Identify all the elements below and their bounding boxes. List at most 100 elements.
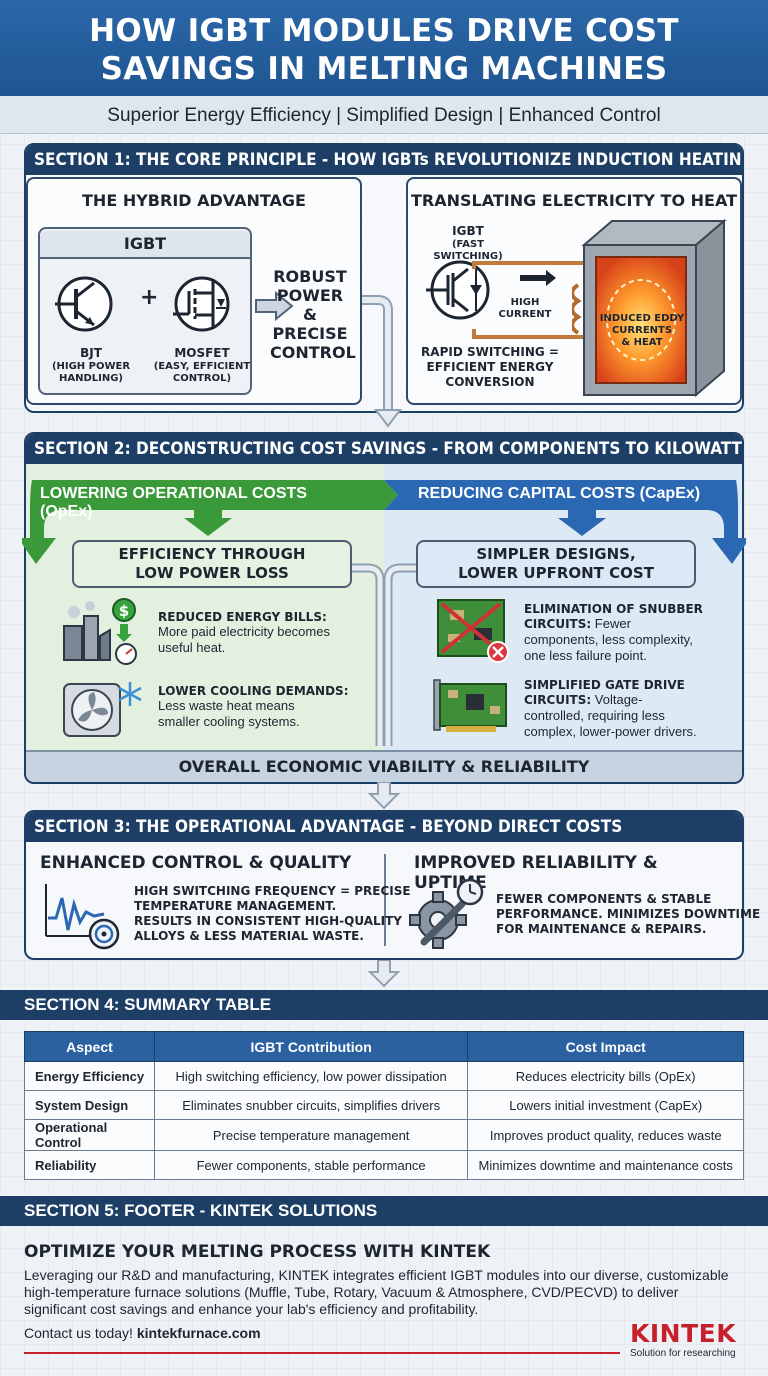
merge-arrows-icon (352, 563, 416, 746)
contact-line: Contact us today! kintekfurnace.com (24, 1325, 261, 1342)
mosfet-label: MOSFET (174, 346, 230, 360)
footer-body: Leveraging our R&D and manufacturing, KI… (24, 1267, 744, 1318)
control-line-1: HIGH SWITCHING FREQUENCY = PRECISE (134, 884, 411, 898)
hybrid-advantage-title: THE HYBRID ADVANTAGE (82, 191, 306, 210)
down-arrow-icon-2 (368, 960, 400, 988)
opex-item-2-title: LOWER COOLING DEMANDS: (158, 684, 349, 698)
opex-pill-line-2: LOW POWER LOSS (135, 564, 289, 582)
control-line-4: ALLOYS & LESS MATERIAL WASTE. (134, 929, 364, 943)
igbt-composition-box: IGBT + BJT (HIGH POWER HANDLING) MOSFET … (38, 227, 252, 395)
eddy-line-1: INDUCED EDDY (599, 313, 685, 324)
opex-capex-banner (22, 480, 746, 564)
table-row: Energy Efficiency High switching efficie… (24, 1061, 744, 1091)
capex-pill-line-1: SIMPLER DESIGNS, (476, 545, 636, 563)
title-line-1: HOW IGBT MODULES DRIVE COST (89, 13, 679, 49)
table-cell: Precise temperature management (153, 1119, 469, 1151)
summary-table-wrap: Aspect IGBT Contribution Cost Impact Ene… (24, 1031, 744, 1180)
conclusion-line-2: EFFICIENT ENERGY (426, 360, 554, 374)
logo-text: KINTEK (630, 1319, 737, 1348)
bjt-label: BJT (80, 346, 102, 360)
igbt-label-right: IGBT (452, 224, 484, 238)
bjt-note-1: (HIGH POWER (51, 361, 131, 372)
table-cell: Fewer components, stable performance (153, 1150, 469, 1180)
waveform-target-icon (45, 884, 120, 950)
down-arrow-icon (368, 782, 400, 810)
snubber-circuit-board-icon (437, 599, 509, 663)
footer-title: OPTIMIZE YOUR MELTING PROCESS WITH KINTE… (24, 1242, 491, 1262)
igbt-label: IGBT (40, 231, 250, 259)
capex-item-2-line-2: controlled, requiring less (524, 708, 665, 723)
overall-label: OVERALL ECONOMIC VIABILITY & RELIABILITY (178, 757, 590, 776)
kintek-logo: KINTEK Solution for researching (630, 1319, 750, 1360)
table-header-row: Aspect IGBT Contribution Cost Impact (24, 1031, 744, 1062)
eddy-label: INDUCED EDDY CURRENTS & HEAT (596, 313, 688, 349)
conclusion-line-3: CONVERSION (445, 375, 535, 389)
mosfet-note-1: (EASY, EFFICIENT (153, 361, 251, 372)
contact-link[interactable]: kintekfurnace.com (136, 1325, 261, 1341)
opex-item-1-line-1: More paid electricity becomes (158, 624, 330, 639)
capex-item-1-title-2: CIRCUITS: (524, 617, 592, 631)
table-cell: Energy Efficiency (24, 1061, 155, 1091)
svg-text:$: $ (119, 602, 129, 620)
section-3-heading: SECTION 3: THE OPERATIONAL ADVANTAGE - B… (26, 812, 742, 842)
table-row: System Design Eliminates snubber circuit… (24, 1090, 744, 1120)
connector-arrow-icon (362, 295, 402, 428)
table-cell: Lowers initial investment (CapEx) (467, 1090, 744, 1120)
power-plant-icon: $ (63, 598, 137, 665)
capex-pill: SIMPLER DESIGNS, LOWER UPFRONT COST (416, 540, 696, 588)
table-row: Operational Control Precise temperature … (24, 1119, 744, 1151)
opex-title: LOWERING OPERATIONAL COSTS (OpEx) (40, 485, 307, 520)
table-cell: Improves product quality, reduces waste (467, 1119, 744, 1151)
capex-item-1-line-3: one less failure point. (524, 648, 647, 663)
fan-icon (63, 682, 142, 737)
capex-item-2-title-1: SIMPLIFIED GATE DRIVE (524, 678, 685, 692)
logo-tagline: Solution for researching (630, 1348, 736, 1359)
capex-item-2-title-2: CIRCUITS: (524, 693, 592, 707)
reliability-line-1: FEWER COMPONENTS & STABLE (496, 892, 712, 906)
arrow-right-icon (255, 291, 294, 321)
mosfet-note-2: CONTROL) (172, 373, 232, 384)
section-2-heading: SECTION 2: DECONSTRUCTING COST SAVINGS -… (26, 434, 742, 464)
table-cell: High switching efficiency, low power dis… (153, 1061, 469, 1091)
capex-item-2-text-1: Voltage- (594, 692, 643, 707)
electricity-to-heat-title: TRANSLATING ELECTRICITY TO HEAT (410, 191, 738, 210)
subtitle-bar: Superior Energy Efficiency | Simplified … (0, 96, 768, 134)
capex-item-2-line-3: complex, lower-power drivers. (524, 724, 697, 739)
section-3-divider (384, 854, 386, 946)
opex-item-2-line-2: smaller cooling systems. (158, 714, 300, 729)
capex-item-1-title-1: ELIMINATION OF SNUBBER (524, 602, 703, 616)
mosfet-symbol-icon (173, 276, 230, 332)
page-subtitle: Superior Energy Efficiency | Simplified … (107, 105, 661, 126)
table-cell: Operational Control (24, 1119, 155, 1151)
table-cell: Reliability (24, 1150, 155, 1180)
table-cell: Reduces electricity bills (OpEx) (467, 1061, 744, 1091)
result-line-3: PRECISE (272, 324, 348, 343)
page-title: HOW IGBT MODULES DRIVE COST SAVINGS IN M… (0, 12, 768, 88)
section-5-heading: SECTION 5: FOOTER - KINTEK SOLUTIONS (0, 1196, 768, 1226)
hybrid-result: ROBUST POWER & PRECISE CONTROL (270, 267, 356, 362)
capex-pill-line-2: LOWER UPFRONT COST (458, 564, 654, 582)
footer-rule (24, 1352, 620, 1354)
current-label-2: CURRENT (498, 309, 552, 320)
opex-pill: EFFICIENCY THROUGH LOW POWER LOSS (72, 540, 352, 588)
section-4-heading: SECTION 4: SUMMARY TABLE (0, 990, 768, 1020)
opex-pill-line-1: EFFICIENCY THROUGH (118, 545, 306, 563)
capex-item-2-line-1: CIRCUITS: Voltage- (524, 692, 642, 708)
igbt-note: (FAST SWITCHING) (433, 239, 503, 262)
result-line-1: ROBUST (273, 267, 347, 286)
electricity-to-heat-card: TRANSLATING ELECTRICITY TO HEAT IGBT (FA… (406, 177, 742, 405)
gear-wrench-icon (409, 878, 484, 949)
column-header: Cost Impact (467, 1031, 744, 1062)
hybrid-advantage-card: THE HYBRID ADVANTAGE IGBT + BJT (HIGH PO… (26, 177, 362, 405)
table-cell: Minimizes downtime and maintenance costs (467, 1150, 744, 1180)
contact-prefix: Contact us today! (24, 1325, 133, 1341)
control-line-2: TEMPERATURE MANAGEMENT. (134, 899, 337, 913)
result-line-2: POWER & (276, 286, 344, 324)
column-header: IGBT Contribution (153, 1031, 469, 1062)
switching-conclusion: RAPID SWITCHING = EFFICIENT ENERGY CONVE… (414, 345, 566, 390)
capex-title: REDUCING CAPITAL COSTS (CapEx) (418, 485, 701, 502)
reliability-line-3: FOR MAINTENANCE & REPAIRS. (496, 922, 707, 936)
eddy-line-3: & HEAT (621, 337, 663, 348)
bjt-symbol-icon (55, 276, 113, 332)
capex-item-1-line-2: components, less complexity, (524, 632, 693, 647)
